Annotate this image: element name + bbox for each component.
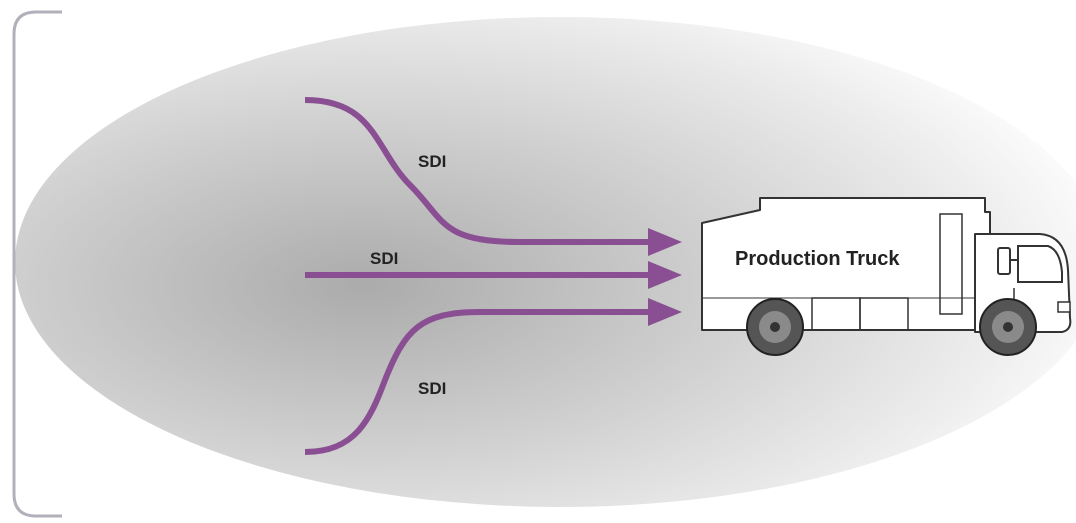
- coverage-ellipse: [15, 17, 1076, 507]
- truck-label: Production Truck: [735, 248, 900, 270]
- arrow-head-3: [648, 298, 682, 326]
- arrow-head-1: [648, 228, 682, 256]
- arrow-head-2: [648, 261, 682, 289]
- cables: [304, 97, 682, 455]
- cable-1: [304, 97, 652, 245]
- connection-label-1: SDI: [418, 152, 446, 171]
- connection-label-2: SDI: [370, 249, 398, 268]
- cable-3: [304, 309, 652, 455]
- left-bracket: [12, 10, 62, 518]
- connection-label-3: SDI: [418, 379, 446, 398]
- production-truck-icon: [701, 197, 1072, 356]
